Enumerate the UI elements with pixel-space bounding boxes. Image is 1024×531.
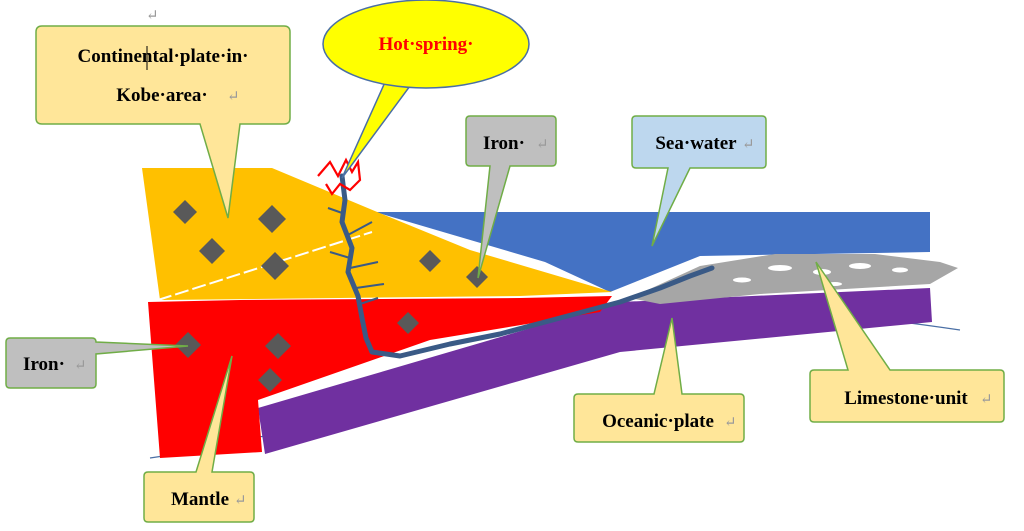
sea-water-callout[interactable] bbox=[631, 115, 767, 247]
paragraph-mark: ↵ bbox=[742, 137, 755, 153]
iron-top-label: Iron· bbox=[483, 133, 525, 154]
continental-plate-callout[interactable] bbox=[35, 25, 291, 219]
hot-spring-callout-pointer bbox=[341, 79, 412, 179]
iron-left-callout[interactable] bbox=[5, 337, 189, 389]
iron-left-label: Iron· bbox=[23, 354, 65, 375]
hot-spring-vein bbox=[339, 173, 715, 359]
mantle-callout[interactable] bbox=[143, 355, 255, 523]
paragraph-mark: ↵ bbox=[227, 89, 240, 105]
hot-spring-vent bbox=[317, 157, 362, 196]
sea-water-label: Sea·water bbox=[655, 133, 737, 154]
mantle-label: Mantle bbox=[171, 489, 229, 510]
iron-deposits bbox=[173, 200, 488, 392]
paragraph-mark: ↵ bbox=[724, 415, 737, 431]
paragraph-mark-top: ↵ bbox=[146, 8, 159, 24]
oceanic-plate-label: Oceanic·plate bbox=[602, 411, 714, 432]
sea-water-layer bbox=[375, 212, 930, 292]
limestone-unit-label: Limestone·unit bbox=[844, 388, 968, 409]
mantle-region bbox=[148, 296, 612, 458]
vein-branches bbox=[327, 207, 385, 305]
hot-spring-callout[interactable] bbox=[322, 0, 530, 89]
continental-plate-label-line2: Kobe·area· bbox=[116, 85, 207, 106]
hot-spring-label: Hot·spring· bbox=[378, 34, 473, 55]
limestone-unit-callout[interactable] bbox=[809, 261, 1005, 423]
paragraph-mark: ↵ bbox=[234, 493, 247, 509]
paragraph-mark: ↵ bbox=[536, 137, 549, 153]
oceanic-plate-callout[interactable] bbox=[573, 317, 745, 443]
continental-plate-label-line1: Continental·plate·in· bbox=[77, 46, 248, 67]
oceanic-plate-region bbox=[258, 288, 932, 454]
continental-plate-region bbox=[142, 168, 612, 300]
paragraph-mark: ↵ bbox=[74, 358, 87, 374]
paragraph-mark: ↵ bbox=[980, 392, 993, 408]
iron-top-callout[interactable] bbox=[465, 115, 557, 279]
